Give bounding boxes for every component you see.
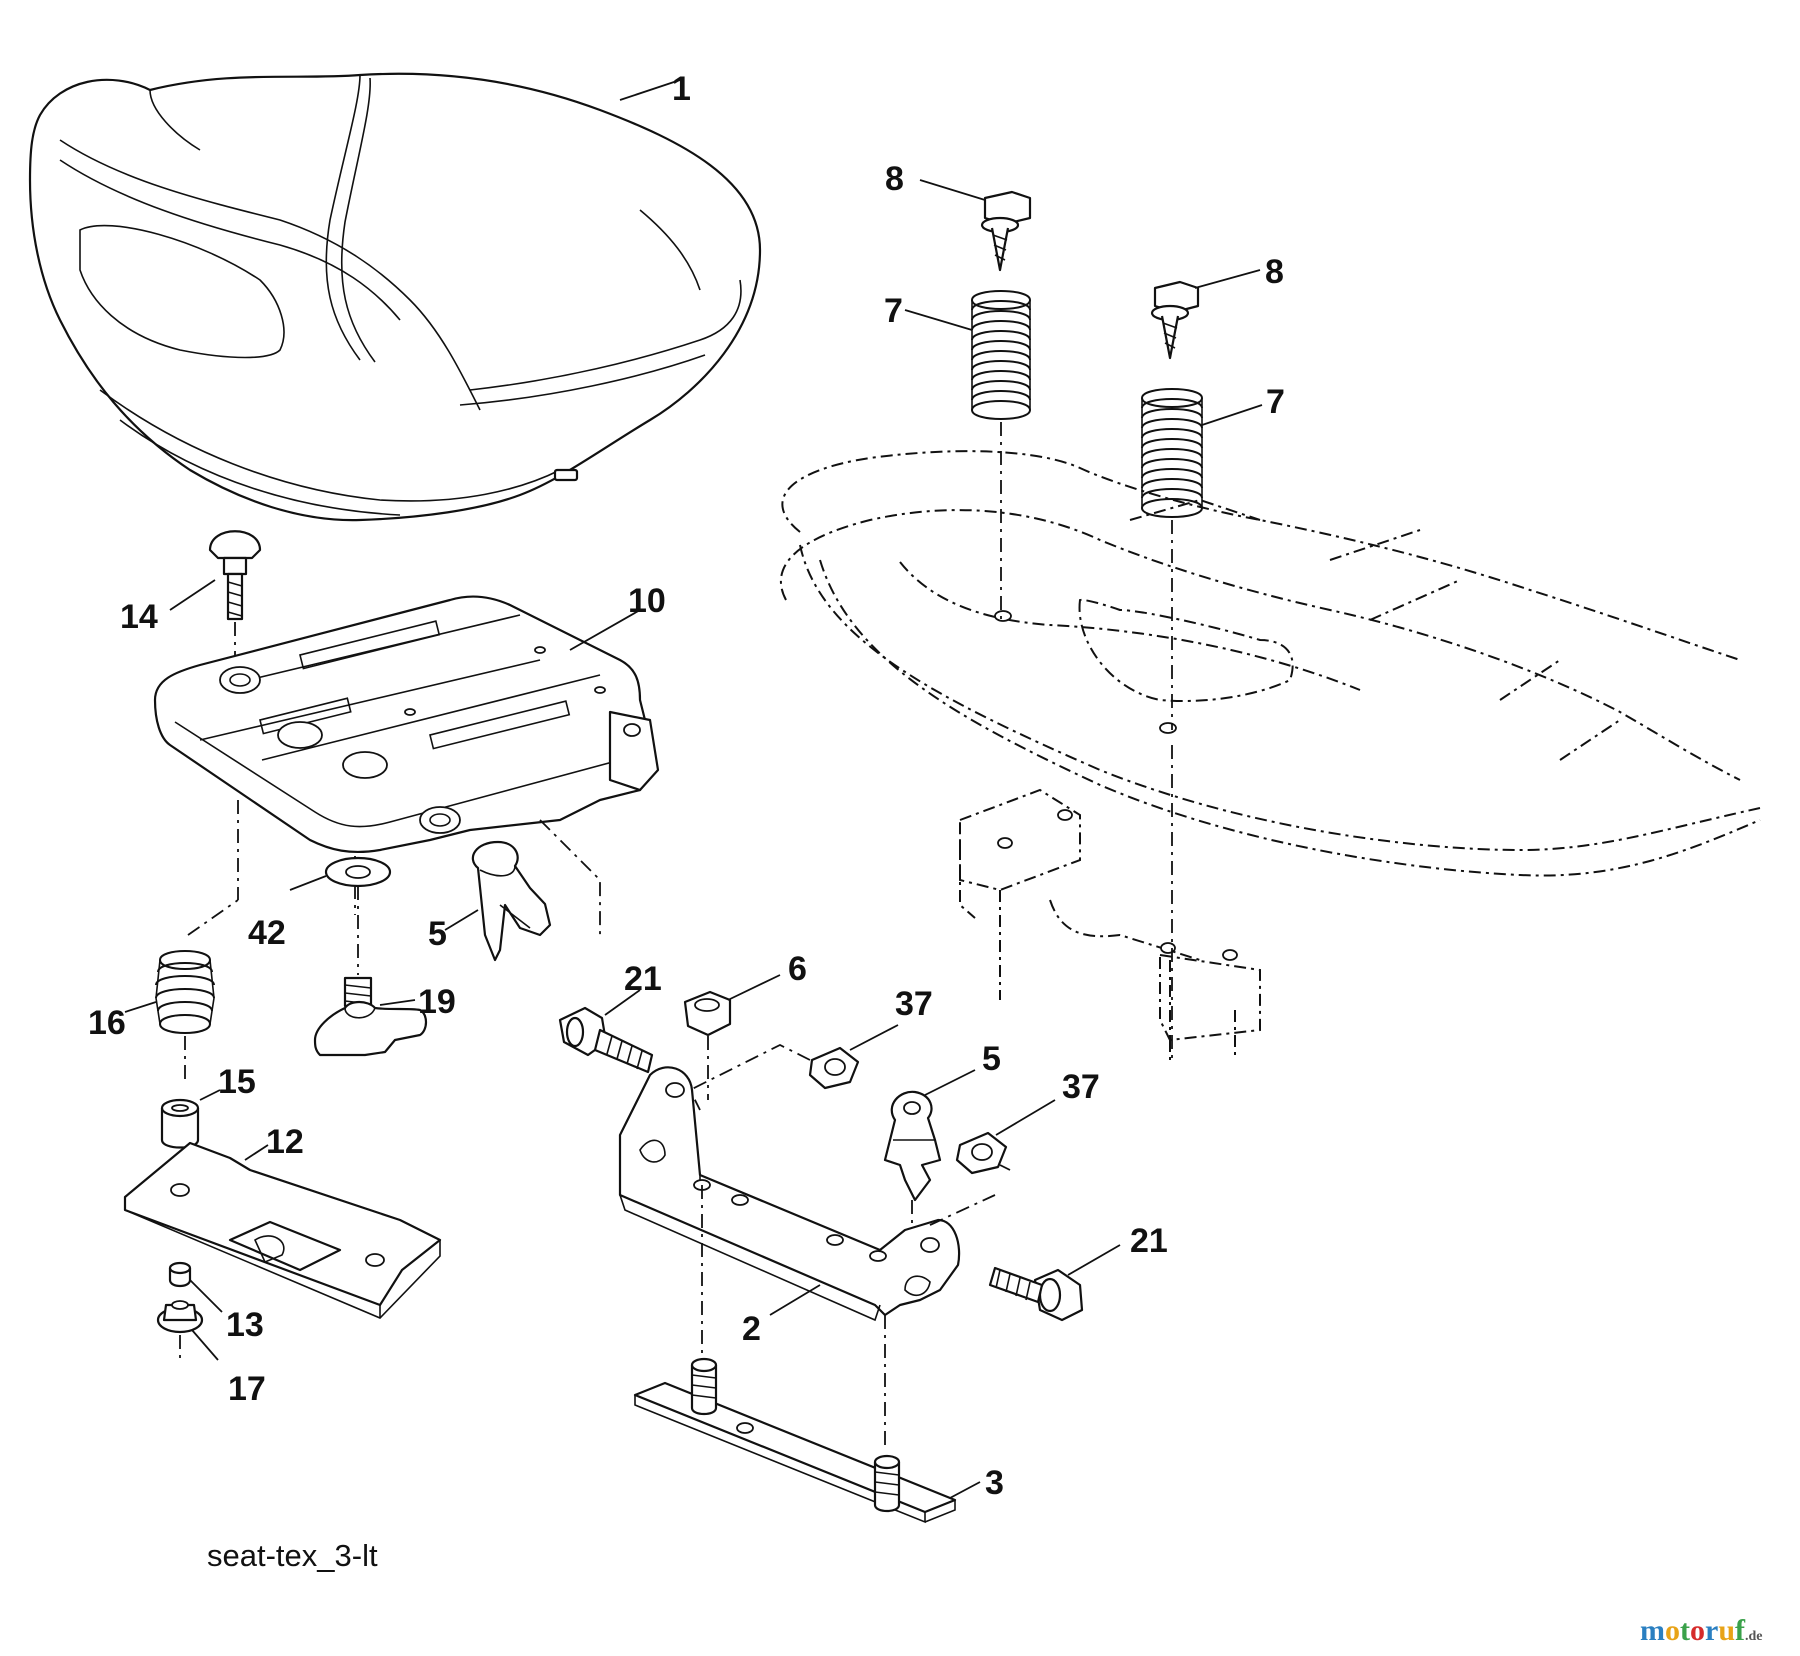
washer-part-42: [289, 856, 392, 891]
bolt-part-21-upper: [558, 989, 654, 1074]
callout-2: 2: [742, 1310, 761, 1348]
spring-part-7-right: [1141, 388, 1263, 1060]
seat-pan-part-10: [153, 595, 660, 940]
callout-42: 42: [248, 914, 286, 952]
callout-19: 19: [418, 983, 456, 1021]
callout-37-upper: 37: [895, 985, 933, 1023]
callout-17: 17: [228, 1370, 266, 1408]
bracket-part-2: [618, 1066, 996, 1445]
callout-21-lower: 21: [1130, 1222, 1168, 1260]
callout-8-right: 8: [1265, 253, 1284, 291]
knob-part-19: [313, 886, 428, 1057]
callout-15: 15: [218, 1063, 256, 1101]
callout-3: 3: [985, 1464, 1004, 1502]
callout-5-lower: 5: [982, 1040, 1001, 1078]
callout-10: 10: [628, 582, 666, 620]
callout-13: 13: [226, 1306, 264, 1344]
nut-part-37-upper: [688, 1024, 899, 1111]
callout-6: 6: [788, 950, 807, 988]
wire-clip-part-5-upper: [444, 840, 552, 962]
seat-part-1: [28, 72, 762, 522]
callout-12: 12: [266, 1123, 304, 1161]
callout-21-upper: 21: [624, 960, 662, 998]
slide-rail-part-12: [123, 1141, 442, 1319]
bolt-part-21-lower: [988, 1244, 1121, 1322]
nut-part-37-lower: [955, 1099, 1056, 1175]
callout-37-lower: 37: [1062, 1068, 1100, 1106]
svg-text:motoruf.de: motoruf.de: [1640, 1614, 1763, 1647]
callout-labels: 1 8 8 7 7 10 14 42 5 16 19 21 6 37 5 37 …: [88, 70, 1285, 1502]
bolt-part-8-left: [919, 179, 1032, 272]
carriage-bolt-part-14: [169, 530, 262, 665]
callout-5-upper: 5: [428, 915, 447, 953]
lock-nut-part-6: [683, 974, 781, 1100]
spring-part-16: [124, 950, 215, 1085]
callout-14: 14: [120, 598, 158, 636]
bolt-part-8-right: [1150, 269, 1261, 360]
callout-16: 16: [88, 1004, 126, 1042]
nut-part-13: [168, 1261, 223, 1313]
callout-7-right: 7: [1266, 383, 1285, 421]
base-plate-part-3: [633, 1357, 981, 1524]
diagram-id-label: seat-tex_3-lt: [207, 1538, 378, 1573]
tractor-frame-outline: [779, 450, 1761, 1060]
watermark-logo: motoruf.de: [1640, 1614, 1763, 1647]
wire-clip-part-5-lower: [883, 1069, 976, 1225]
spring-part-7-left: [904, 290, 1032, 620]
callout-7-left: 7: [884, 292, 903, 330]
callout-1: 1: [672, 70, 691, 108]
callout-8-left: 8: [885, 160, 904, 198]
flange-nut-part-17: [156, 1300, 219, 1361]
